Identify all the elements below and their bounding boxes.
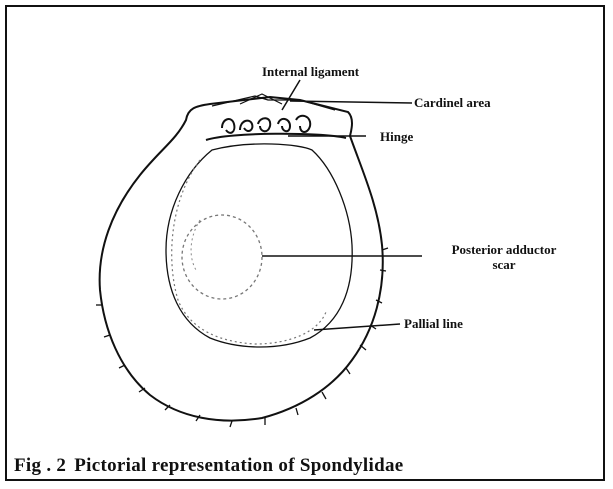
- figure-number: Fig . 2: [14, 455, 66, 476]
- label-internal-ligament: Internal ligament: [262, 64, 359, 79]
- label-pallial-line: Pallial line: [404, 316, 463, 331]
- scar-inner-mark: [191, 220, 200, 270]
- leader-pallial-line: [314, 324, 400, 330]
- hinge-plate: [206, 134, 346, 140]
- figure-caption: Fig . 2 Pictorial representation of Spond…: [14, 455, 404, 477]
- label-posterior-adductor-line1: Posterior adductor: [424, 242, 584, 257]
- label-posterior-adductor-scar: Posterior adductor scar: [424, 242, 584, 272]
- posterior-adductor-scar: [182, 215, 262, 299]
- leader-lines: [262, 80, 422, 330]
- pallial-line: [172, 160, 326, 344]
- caption-text: Pictorial representation of Spondylidae: [74, 455, 403, 476]
- hinge-teeth: [222, 116, 310, 133]
- label-posterior-adductor-line2: scar: [424, 257, 584, 272]
- inner-area-outline: [166, 144, 352, 347]
- label-hinge: Hinge: [380, 129, 413, 144]
- leader-internal-ligament: [282, 80, 300, 110]
- label-cardinal-area: Cardinel area: [414, 95, 491, 110]
- shell-edge-spines: [96, 248, 388, 427]
